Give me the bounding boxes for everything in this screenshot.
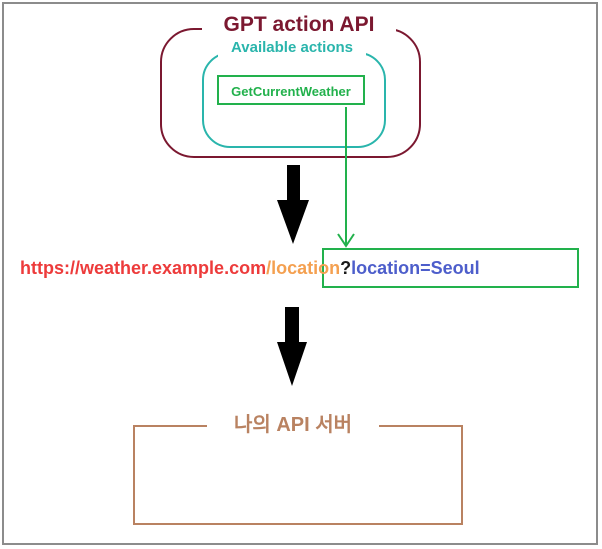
outer-frame xyxy=(2,2,598,545)
api-server-box xyxy=(133,425,463,525)
endpoint-url: https://weather.example.com/location?loc… xyxy=(20,256,480,280)
available-actions-label: Available actions xyxy=(218,38,366,58)
query-parameter-box xyxy=(322,248,579,288)
gpt-action-api-label: GPT action API xyxy=(202,10,396,40)
url-query: location=Seoul xyxy=(351,258,480,278)
url-query-separator: ? xyxy=(340,258,352,278)
url-base: https://weather.example.com xyxy=(20,258,267,278)
url-path: /location xyxy=(266,258,341,278)
api-server-label: 나의 API 서버 xyxy=(207,410,379,440)
get-current-weather-action: GetCurrentWeather xyxy=(217,75,365,105)
